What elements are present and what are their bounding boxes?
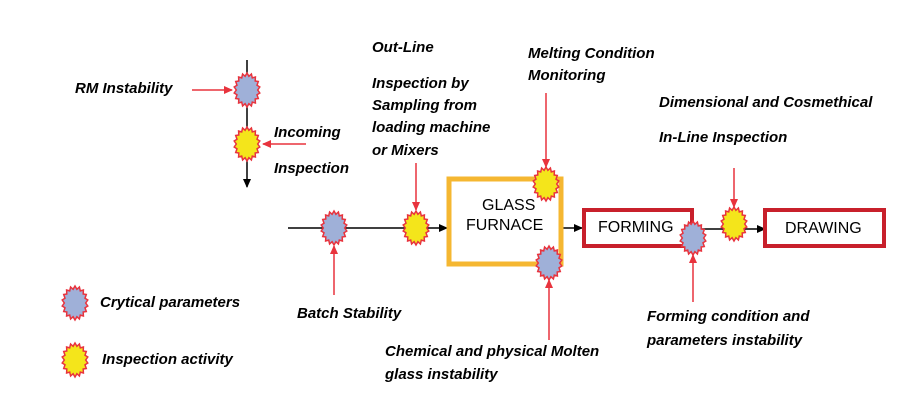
forming-condition-label-line2: parameters instability	[646, 332, 803, 349]
sampling-label-line3: loading machine	[372, 119, 490, 136]
forming-condition-burst-icon	[679, 219, 707, 257]
legend-inspection-burst-icon	[61, 341, 89, 379]
batch-stability-label: Batch Stability	[297, 305, 402, 322]
batch-stability-burst-icon	[320, 209, 348, 247]
melting-monitoring-burst-icon	[532, 165, 560, 203]
outline-label: Out-Line	[372, 39, 434, 56]
molten-glass-burst-icon	[535, 244, 563, 282]
dimensional-label: Dimensional and Cosmethical	[659, 94, 873, 111]
sampling-label-line2: Sampling from	[372, 97, 477, 114]
rm-instability-burst-icon	[233, 71, 261, 109]
sampling-label-line4: or Mixers	[372, 142, 439, 159]
chemical-label-line2: glass instability	[384, 366, 498, 383]
melting-label-line1: Melting Condition	[528, 45, 655, 62]
red-arrows	[192, 86, 738, 340]
drawing-box	[763, 208, 886, 248]
legend-inspection-label: Inspection activity	[102, 351, 234, 368]
forming-box-label: FORMING	[598, 219, 674, 236]
inline-inspection-label: In-Line Inspection	[659, 129, 787, 146]
sampling-inspection-burst-icon	[402, 209, 430, 247]
inline-inspection-burst-icon	[720, 205, 748, 243]
legend-critical-label: Crytical parameters	[100, 294, 240, 311]
incoming-label-line2: Inspection	[274, 160, 349, 177]
drawing-box-label: DRAWING	[785, 220, 862, 237]
incoming-inspection-burst-icon	[233, 125, 261, 163]
forming-box	[582, 208, 694, 248]
incoming-label-line1: Incoming	[274, 124, 341, 141]
melting-label-line2: Monitoring	[528, 67, 605, 84]
burst-markers	[61, 71, 748, 379]
legend-critical-burst-icon	[61, 284, 89, 322]
glass-furnace-label-line2: FURNACE	[466, 217, 543, 234]
rm-instability-label: RM Instability	[75, 80, 173, 97]
sampling-label-line1: Inspection by	[372, 75, 469, 92]
glass-furnace-label-line1: GLASS	[482, 197, 535, 214]
forming-condition-label-line1: Forming condition and	[647, 308, 810, 325]
chemical-label-line1: Chemical and physical Molten	[385, 343, 599, 360]
